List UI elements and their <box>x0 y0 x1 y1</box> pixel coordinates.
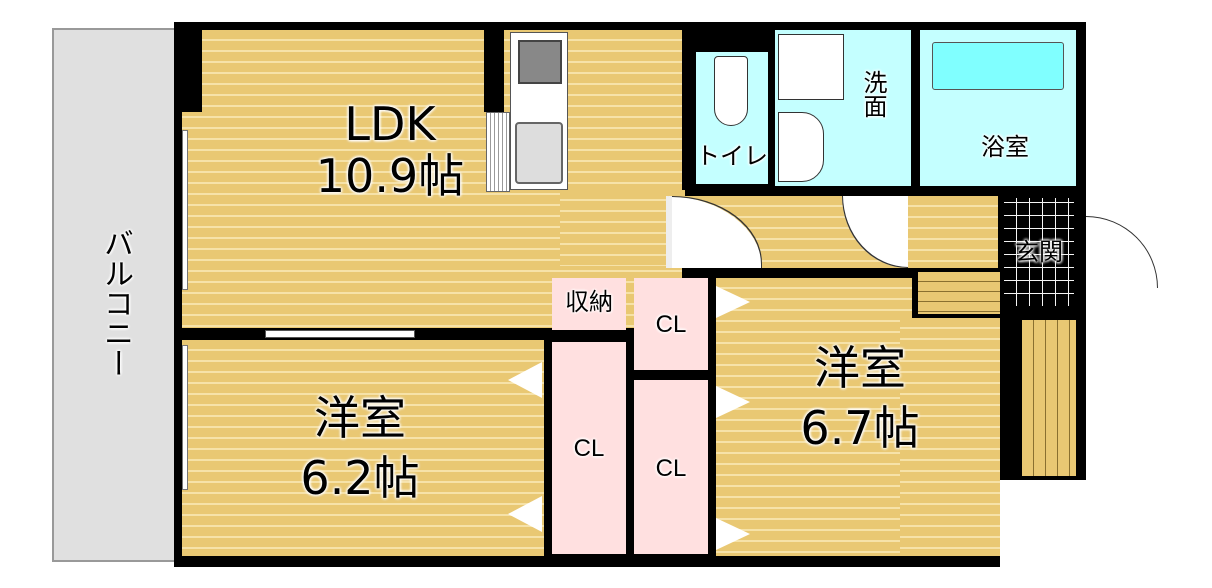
storage-label: 収納 <box>565 288 613 316</box>
room-western-right-ext <box>900 318 1000 556</box>
ldk-floor-ext <box>560 190 685 266</box>
pillar <box>484 30 504 112</box>
storage <box>552 278 626 330</box>
entrance-label: 玄関 <box>1015 238 1063 266</box>
balcony <box>52 28 180 562</box>
closet-bottom-label: CL <box>655 455 687 482</box>
washroom-label: 洗面 <box>859 70 887 118</box>
closet-top-label: CL <box>655 311 687 338</box>
western-left-size: 6.2帖 <box>300 451 420 505</box>
window-western <box>182 345 188 490</box>
sliding-door[interactable] <box>265 330 415 338</box>
ldk-size: 10.9帖 <box>315 149 465 203</box>
ldk-name: LDK <box>344 97 436 151</box>
bathtub <box>932 42 1064 90</box>
western-left-name: 洋室 <box>314 391 406 445</box>
closet-door-marker <box>508 496 542 532</box>
closet-bottom <box>634 380 708 554</box>
notch <box>1000 480 1090 570</box>
sink-icon <box>515 122 563 184</box>
closet-left-label: CL <box>573 435 605 462</box>
stove-icon <box>518 40 562 84</box>
closet-door-marker <box>716 518 750 550</box>
room-entrance <box>1004 198 1074 306</box>
closet-left <box>552 342 626 554</box>
kitchen-panel <box>486 112 510 192</box>
room-western-left <box>182 340 544 556</box>
toilet-icon <box>714 56 748 126</box>
basin-icon <box>778 112 824 182</box>
alcove <box>1022 320 1076 476</box>
closet-door-marker <box>716 286 750 318</box>
western-right-size: 6.7帖 <box>800 401 920 455</box>
window-ldk <box>182 130 188 290</box>
balcony-label: バルコニー <box>98 228 133 378</box>
closet-door-marker <box>716 386 750 418</box>
washer-icon <box>778 34 844 100</box>
entrance-door[interactable] <box>1086 216 1158 288</box>
closet-door-marker <box>508 362 542 398</box>
western-right-name: 洋室 <box>814 341 906 395</box>
pillar <box>182 30 202 112</box>
bathroom-label: 浴室 <box>981 133 1029 161</box>
entrance-step <box>918 272 1000 314</box>
closet-top <box>634 278 708 370</box>
toilet-label: トイレ <box>696 142 768 170</box>
room-western-right <box>716 278 912 556</box>
